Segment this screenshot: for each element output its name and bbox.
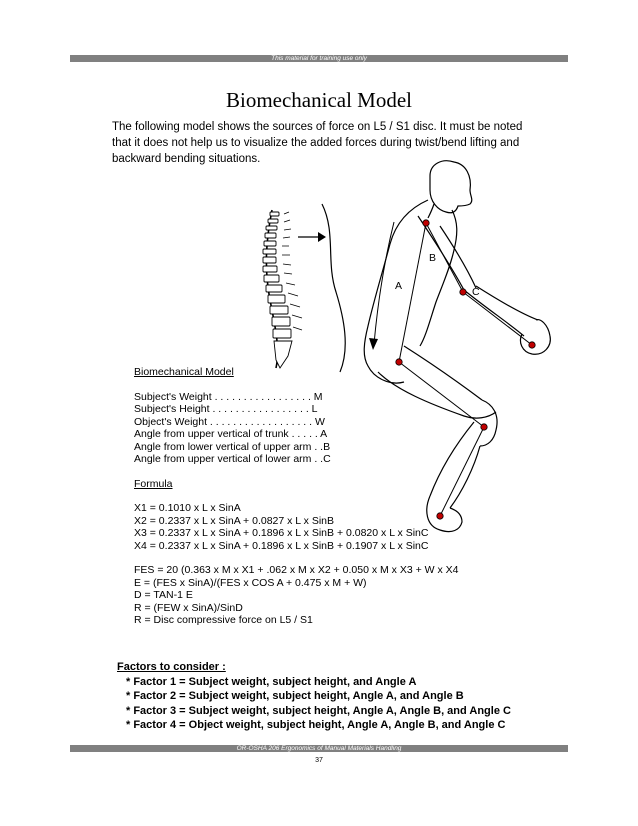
header-note: This material for training use only	[271, 55, 367, 62]
formula-line: X3 = 0.2337 x L x SinA + 0.1896 x L x Si…	[134, 527, 429, 539]
intro-paragraph: The following model shows the sources of…	[112, 119, 532, 167]
joint-points	[395, 219, 536, 520]
hand-joint	[528, 341, 536, 349]
intro-line: The following model shows the sources of…	[112, 121, 523, 133]
definition-line: Subject's Height . . . . . . . . . . . .…	[134, 403, 318, 415]
hip-joint	[395, 358, 403, 366]
definition-line: Angle from upper vertical of lower arm .…	[134, 453, 331, 465]
factors-section: Factors to consider : * Factor 1 = Subje…	[117, 660, 511, 733]
factor-item: * Factor 2 = Subject weight, subject hei…	[126, 690, 464, 702]
intro-line: backward bending situations.	[112, 153, 261, 165]
formula-line: R = Disc compressive force on L5 / S1	[134, 614, 313, 626]
knee-joint	[480, 423, 488, 431]
arc-arrow-icon	[369, 338, 378, 350]
formula-heading: Formula	[134, 477, 173, 490]
factor-item: * Factor 1 = Subject weight, subject hei…	[126, 675, 417, 688]
factor-item: * Factor 4 = Object weight, subject heig…	[126, 719, 506, 731]
formula-line: X4 = 0.2337 x L x SinA + 0.1896 x L x Si…	[134, 539, 429, 552]
angle-label-b: B	[429, 252, 436, 264]
definition-line: Angle from lower vertical of upper arm .…	[134, 440, 331, 453]
formula-line: R = (FEW x SinA)/SinD	[134, 601, 243, 614]
footer-note: OR-OSHA 206 Ergonomics of Manual Materia…	[236, 745, 402, 752]
factor-item: * Factor 3 = Subject weight, subject hei…	[126, 704, 511, 717]
model-heading: Biomechanical Model	[134, 366, 234, 378]
arrow-right-icon	[298, 232, 326, 242]
ankle-joint	[436, 512, 444, 520]
header-bar: This material for training use only	[70, 55, 568, 62]
angle-label-c: C	[472, 286, 480, 298]
page-number: 37	[315, 757, 323, 764]
intro-line: that it does not help us to visualize th…	[112, 137, 520, 149]
elbow-joint	[459, 288, 467, 296]
model-block: Biomechanical Model Subject's Weight . .…	[134, 366, 458, 627]
angle-label-a: A	[395, 280, 402, 292]
formula-line: D = TAN-1 E	[134, 589, 193, 601]
formula-line: E = (FES x SinA)/(FES x COS A + 0.475 x …	[134, 576, 367, 589]
spine-illustration	[262, 209, 303, 369]
factors-heading: Factors to consider :	[117, 661, 226, 673]
definition-line: Subject's Weight . . . . . . . . . . . .…	[134, 390, 323, 403]
definition-line: Angle from upper vertical of trunk . . .…	[134, 428, 328, 440]
model-lines	[373, 221, 533, 517]
shoulder-joint	[422, 219, 430, 227]
formula-line: X2 = 0.2337 x L x SinA + 0.0827 x L x Si…	[134, 514, 335, 527]
back-contour	[321, 203, 346, 373]
definition-line: Object's Weight . . . . . . . . . . . . …	[134, 415, 325, 428]
page-title: Biomechanical Model	[225, 88, 413, 112]
formula-line: FES = 20 (0.363 x M x X1 + .062 x M x X2…	[134, 564, 459, 576]
footer-bar: OR-OSHA 206 Ergonomics of Manual Materia…	[70, 745, 568, 752]
formula-line: X1 = 0.1010 x L x SinA	[134, 502, 241, 514]
